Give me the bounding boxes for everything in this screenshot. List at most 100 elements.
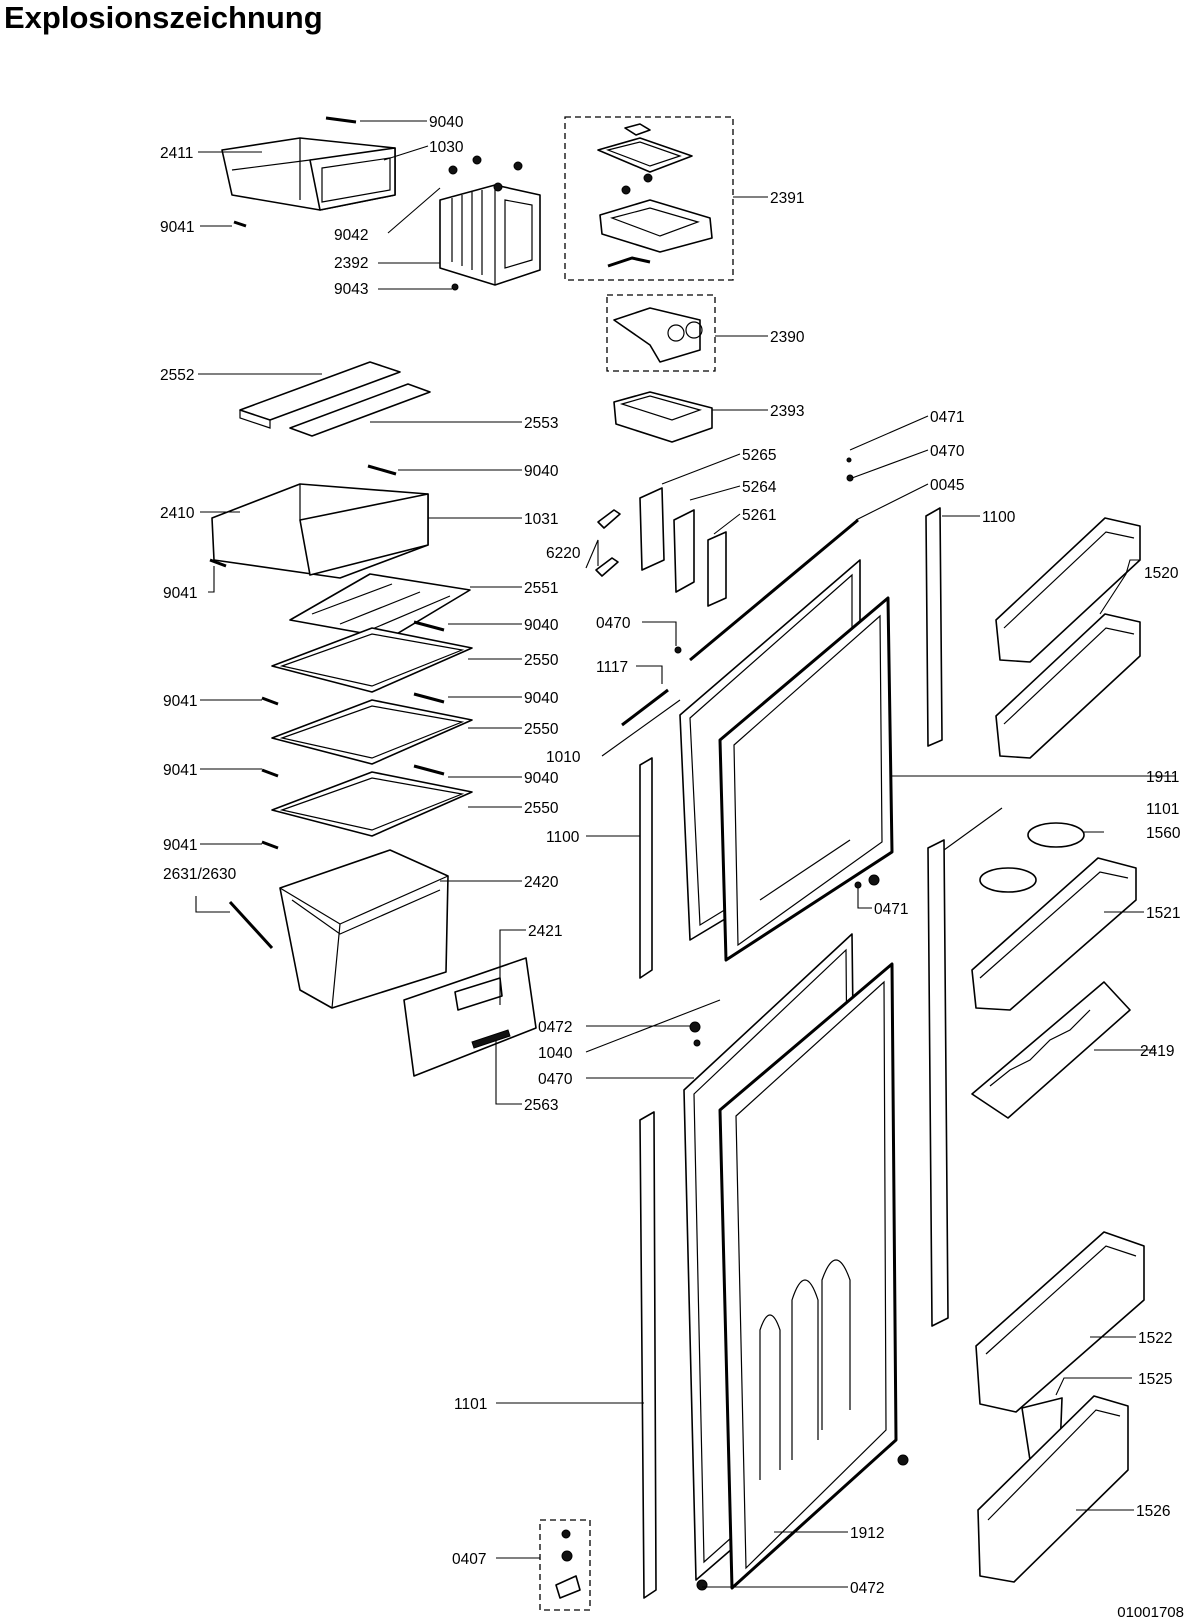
label-1521: 1521 (1146, 905, 1180, 922)
group-0407 (539, 1519, 591, 1611)
label-9041-c: 9041 (163, 693, 197, 710)
label-5264: 5264 (742, 479, 777, 496)
screw-9040-a (325, 116, 357, 124)
label-1101-a: 1101 (1146, 801, 1179, 818)
label-1101-b: 1101 (454, 1396, 487, 1413)
part-tray-2393 (613, 391, 713, 443)
drawing-code: 01001708 (1117, 1604, 1184, 1621)
label-9042: 9042 (334, 227, 368, 244)
label-1117: 1117 (596, 659, 628, 676)
part-1117 (621, 688, 669, 727)
screw-9040-c (413, 620, 445, 632)
screw-9041-c (261, 696, 279, 706)
label-0045: 0045 (930, 477, 964, 494)
label-1520: 1520 (1144, 565, 1179, 582)
part-strip-1101-right (927, 839, 949, 1327)
label-0470-a: 0470 (596, 615, 631, 632)
label-9040-e: 9040 (524, 770, 559, 787)
label-0472-b: 0472 (850, 1580, 884, 1597)
part-evaporator-2392 (439, 184, 541, 286)
label-2550-c: 2550 (524, 800, 559, 817)
screw-9040-d (413, 692, 445, 704)
screw-9041-b (209, 558, 227, 568)
part-glass-shelf-3 (271, 771, 473, 837)
group-2391 (564, 116, 734, 281)
label-9040-c: 9040 (524, 617, 559, 634)
label-2552: 2552 (160, 367, 194, 384)
label-1010: 1010 (546, 749, 581, 766)
part-door-bin-1520-b (995, 613, 1141, 759)
label-9040-b: 9040 (524, 463, 559, 480)
label-2553: 2553 (524, 415, 558, 432)
part-vegetable-drawer-2420 (279, 849, 449, 1009)
label-1522: 1522 (1138, 1330, 1172, 1347)
label-9041: 9041 (160, 219, 194, 236)
part-door-bin-1522 (975, 1231, 1145, 1413)
label-2419: 2419 (1140, 1043, 1174, 1060)
label-1100-a: 1100 (546, 829, 580, 846)
label-2631-2630: 2631/2630 (163, 866, 237, 883)
page-title: Explosionszeichnung (4, 0, 323, 35)
label-2411: 2411 (160, 145, 193, 162)
screw-9041-d (261, 768, 279, 778)
part-strip-1100-left (639, 757, 653, 979)
label-1031: 1031 (524, 511, 558, 528)
part-gasket-1912 (718, 962, 898, 1590)
label-0407: 0407 (452, 1551, 486, 1568)
label-0471-b: 0471 (874, 901, 908, 918)
part-egg-tray-1560 (979, 822, 1085, 893)
label-2551: 2551 (524, 580, 558, 597)
label-0470-b: 0470 (930, 443, 965, 460)
part-cover-2551 (289, 573, 471, 639)
label-1030: 1030 (429, 139, 464, 156)
part-drawer-front-2421 (403, 957, 537, 1077)
label-2550-a: 2550 (524, 652, 559, 669)
label-2550-b: 2550 (524, 721, 559, 738)
part-crisper-drawer-2410 (211, 483, 429, 579)
part-rail-0045 (689, 518, 859, 662)
label-0472-a: 0472 (538, 1019, 572, 1036)
label-0471-a: 0471 (930, 409, 964, 426)
label-0470-c: 0470 (538, 1071, 573, 1088)
label-1100-b: 1100 (982, 509, 1016, 526)
part-strip-1101-left (639, 1111, 657, 1599)
label-2563: 2563 (524, 1097, 558, 1114)
label-1912: 1912 (850, 1525, 884, 1542)
group-2390 (606, 294, 716, 372)
part-glass-shelf-1 (271, 627, 473, 693)
part-bottle-holder-2419 (971, 981, 1131, 1119)
label-9041-b: 9041 (163, 585, 197, 602)
label-2421: 2421 (528, 923, 562, 940)
part-glass-shelf-2 (271, 699, 473, 765)
label-5261: 5261 (742, 507, 776, 524)
label-5265: 5265 (742, 447, 776, 464)
part-bracket-5264 (673, 509, 695, 593)
part-rod-2630 (228, 900, 274, 950)
part-gasket-1911 (718, 596, 894, 962)
part-door-bin-1521 (971, 857, 1137, 1011)
label-2390: 2390 (770, 329, 805, 346)
screw-9041-e (261, 840, 279, 850)
label-2393: 2393 (770, 403, 804, 420)
part-bracket-5261 (707, 531, 727, 607)
label-9040: 9040 (429, 114, 464, 131)
part-bracket-5265 (639, 487, 665, 571)
part-door-bin-1526 (977, 1395, 1129, 1583)
label-2391: 2391 (770, 190, 804, 207)
label-1911: 1911 (1146, 769, 1179, 786)
label-9041-e: 9041 (163, 837, 197, 854)
part-crisper-drawer-upper (221, 137, 396, 211)
part-hinge-cover-6220 (595, 509, 621, 577)
part-lid-2552 (239, 361, 431, 437)
label-9041-d: 9041 (163, 762, 197, 779)
label-2410: 2410 (160, 505, 195, 522)
label-9043: 9043 (334, 281, 368, 298)
part-strip-1100-right (925, 507, 943, 747)
label-2420: 2420 (524, 874, 559, 891)
leader-lines (195, 120, 1176, 1588)
label-1526: 1526 (1136, 1503, 1170, 1520)
screw-9041-a (233, 220, 247, 228)
label-2392: 2392 (334, 255, 368, 272)
callout-labels: 9040 1030 2411 9042 9041 2392 9043 2391 … (160, 114, 1181, 1597)
